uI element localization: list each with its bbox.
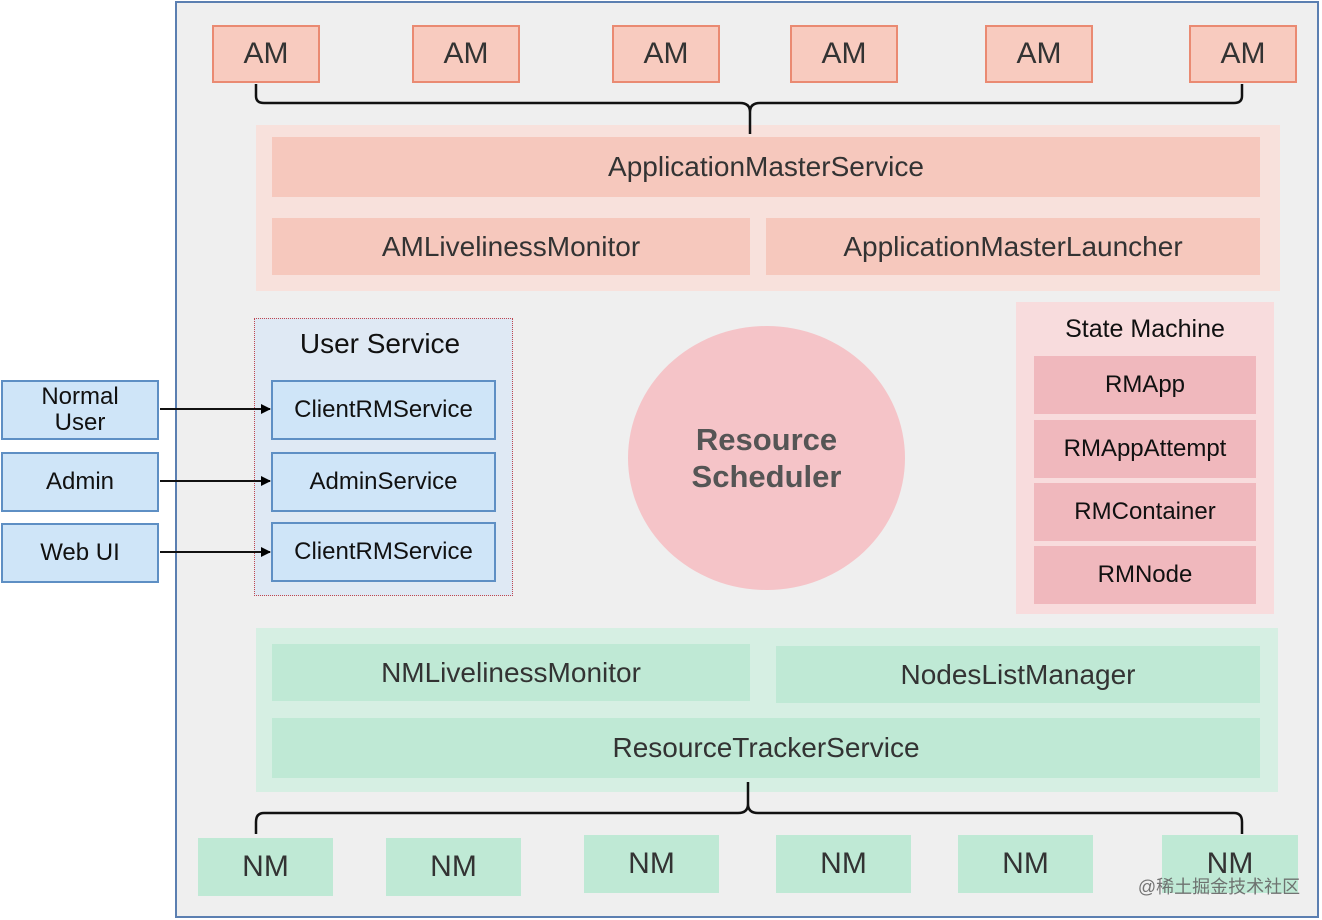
state-machine-title: State Machine [1065,314,1225,343]
watermark-text: @稀土掘金技术社区 [1137,877,1301,897]
node-manager-box: NM [958,835,1093,893]
state-machine-rmapp: RMApp [1034,356,1256,414]
application-master-box: AM [412,25,520,83]
admin-client: Admin [1,452,159,512]
am-liveliness-monitor: AMLivelinessMonitor [272,218,750,275]
resource-scheduler: Resource Scheduler [628,326,905,590]
application-master-box: AM [790,25,898,83]
application-master-box: AM [212,25,320,83]
user-service-title: User Service [299,328,461,359]
web-ui-client: Web UI [1,523,159,583]
client-rm-service: ClientRMService [271,380,496,440]
normal-user-client: Normal User [1,380,159,440]
node-manager-box: NM [1162,835,1298,893]
scheduler-label: Scheduler [691,459,842,494]
client-label: Admin [45,467,115,495]
application-master-box: AM [1189,25,1297,83]
application-master-service: ApplicationMasterService [272,137,1260,197]
am-brace [254,84,1244,134]
nm-brace [254,782,1244,834]
nodes-list-manager: NodesListManager [776,646,1260,703]
client-label: Web UI [40,538,120,566]
node-manager-box: NM [386,838,521,896]
resource-tracker-service: ResourceTrackerService [272,718,1260,778]
application-master-box: AM [985,25,1093,83]
node-manager-box: NM [584,835,719,893]
client-rm-service: ClientRMService [271,522,496,582]
application-master-launcher: ApplicationMasterLauncher [766,218,1260,275]
state-machine-rmcontainer: RMContainer [1034,483,1256,541]
admin-service: AdminService [271,452,496,512]
nm-liveliness-monitor: NMLivelinessMonitor [272,644,750,701]
application-master-box: AM [612,25,720,83]
state-machine-rmnode: RMNode [1034,546,1256,604]
node-manager-box: NM [198,838,333,896]
state-machine-rmappattempt: RMAppAttempt [1034,420,1256,478]
node-manager-box: NM [776,835,911,893]
client-label: User [54,409,106,436]
client-label: Normal [41,382,119,410]
scheduler-label: Resource [695,421,838,457]
